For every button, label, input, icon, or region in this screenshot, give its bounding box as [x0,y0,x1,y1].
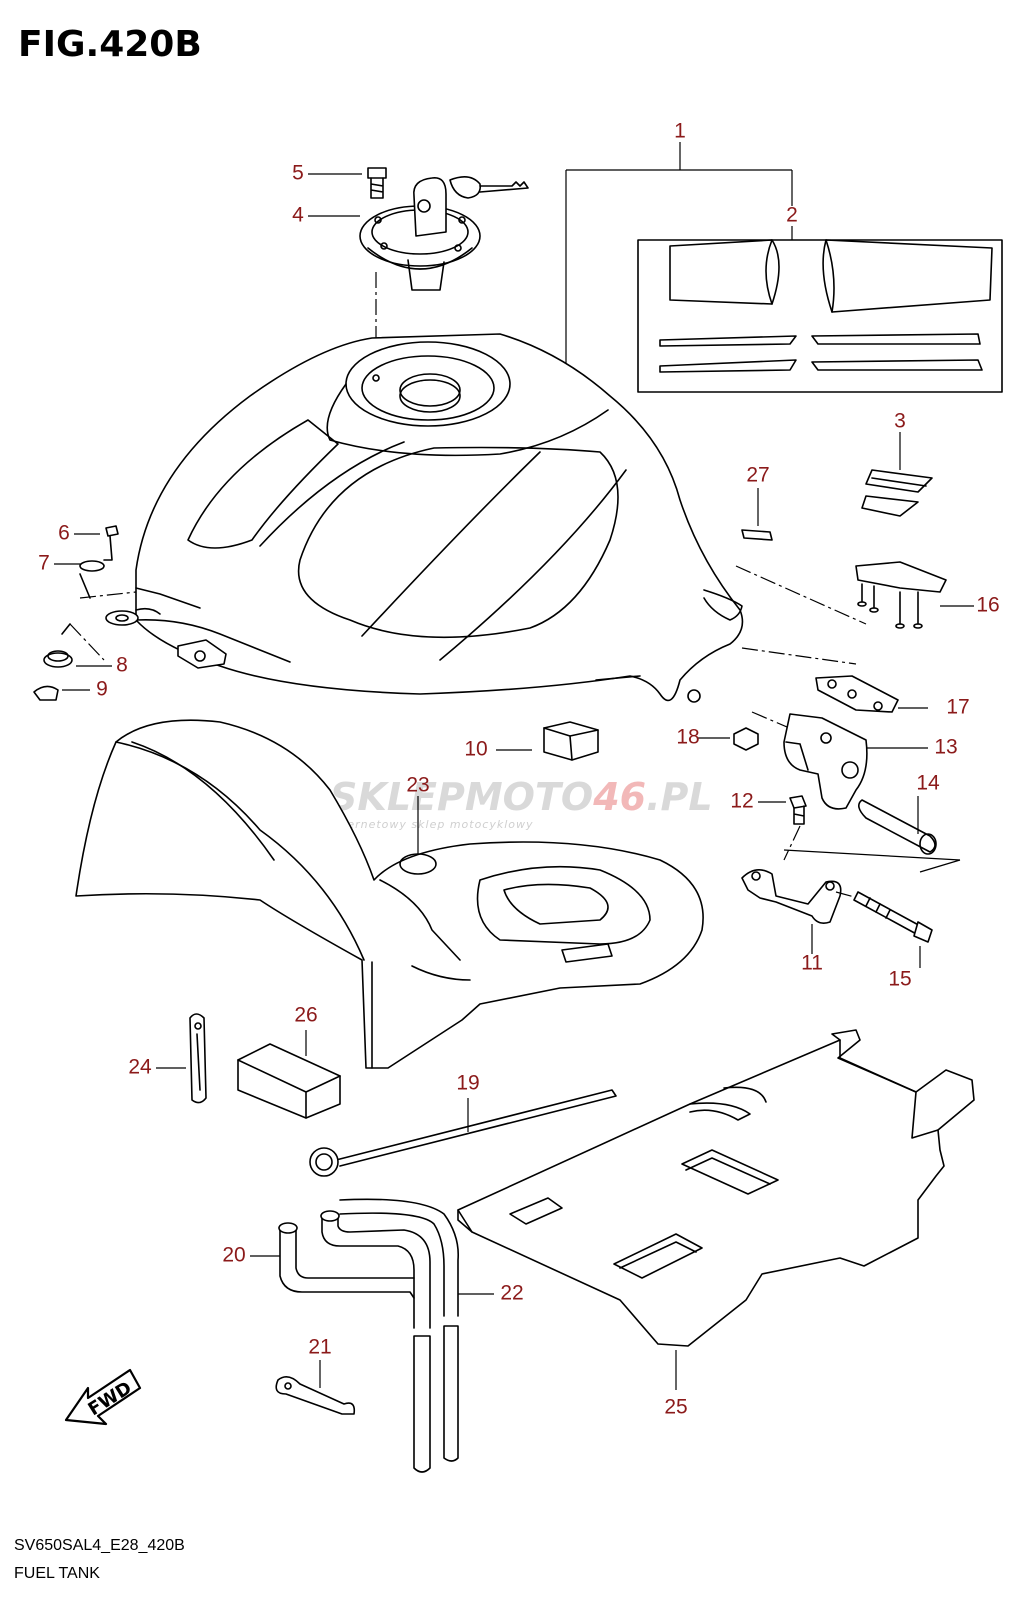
callout-22: 22 [500,1282,523,1305]
key-icon [449,176,482,199]
emblem-part-3 [861,432,933,517]
svg-text:SKLEPMOTO46.PL: SKLEPMOTO46.PL [330,775,713,819]
fuel-cap-part-4 [308,167,529,378]
rod-part-19 [309,1089,617,1177]
callout-21: 21 [308,1336,331,1359]
rear-damper-part-16 [855,561,947,593]
callout-25: 25 [664,1396,687,1419]
pad-part-26 [237,1030,341,1119]
callout-2: 2 [786,204,798,227]
callout-10: 10 [464,738,487,761]
clip-part-27 [741,488,773,541]
callout-8: 8 [116,654,128,677]
forward-direction-icon: FWD [64,1368,142,1426]
callout-17: 17 [946,696,969,719]
cap-bolt-head [367,167,387,179]
callout-1: 1 [674,120,686,143]
watermark: SKLEPMOTO46.PL internetowy sklep motocyk… [330,775,713,831]
callout-16: 16 [976,594,999,617]
bracket-part-11 [741,869,842,924]
callout-26: 26 [294,1004,317,1027]
decal-right-stripe [822,239,993,313]
decal-pinstripe-2 [811,333,981,345]
hose-part-20 [250,1222,415,1299]
undercover-part-23 [75,719,704,1069]
callout-5: 5 [292,162,304,185]
decal-pinstripe-1 [659,335,797,347]
callout-labels: 1 2 3 4 5 6 7 8 9 10 11 12 13 14 15 16 1… [38,120,1000,1419]
mount-bracket-hardware [741,795,933,968]
watermark-brand-prefix: SKLEPMOTO [330,775,593,819]
callout-11: 11 [801,952,823,975]
hose-part-22 [320,1198,494,1473]
front-mount-hardware [33,525,161,701]
bolt-part-15 [853,891,925,937]
callout-27: 27 [746,464,769,487]
decal-pinstripe-4 [811,359,983,371]
watermark-brand-number: 46 [592,775,646,819]
callout-7: 7 [38,552,50,575]
callout-20: 20 [222,1244,245,1267]
decal-left-stripe [669,239,780,305]
plate-part-25 [457,1029,975,1390]
watermark-tagline: internetowy sklep motocyklowy [330,818,534,831]
figure-title: FIG.420B [18,24,202,65]
fuel-tank [135,333,744,703]
cushion-part-10 [496,721,599,761]
decal-pinstripe-3 [659,359,797,373]
rear-mount-hardware [698,561,974,873]
part-group-1-2 [565,142,1003,393]
decal-set-box [637,239,1003,393]
callout-18: 18 [676,726,699,749]
strap-part-24 [156,1013,207,1104]
model-code: SV650SAL4_E28_420B [14,1537,185,1554]
callout-4: 4 [292,204,304,227]
callout-14: 14 [916,772,940,795]
callout-12: 12 [730,790,753,813]
bolt-part-12 [789,795,807,809]
diagram-caption: FUEL TANK [14,1565,100,1582]
callout-6: 6 [58,522,70,545]
clip-part-21 [275,1360,356,1415]
callout-13: 13 [934,736,957,759]
callout-23: 23 [406,774,429,797]
callout-24: 24 [128,1056,152,1079]
nut-part-18 [733,727,759,751]
callout-15: 15 [888,968,911,991]
bracket-part-13 [783,713,868,810]
callout-9: 9 [96,678,108,701]
pipe-part-14 [858,799,936,853]
callout-19: 19 [456,1072,479,1095]
callout-3: 3 [894,410,906,433]
watermark-brand-suffix: .PL [646,775,713,819]
